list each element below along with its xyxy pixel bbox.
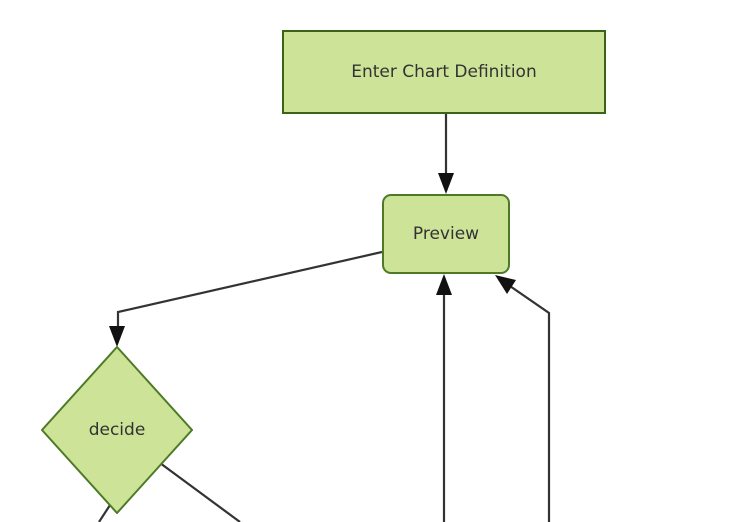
edge-preview-to-decide (109, 250, 383, 347)
edge-enter-to-preview (438, 114, 454, 194)
node-preview-label: Preview (412, 223, 480, 244)
node-decide[interactable]: decide (41, 346, 193, 514)
node-enter-chart-definition-label: Enter Chart Definition (351, 61, 537, 82)
node-enter-chart-definition[interactable]: Enter Chart Definition (282, 30, 606, 114)
edge-bottom-left-to-preview (436, 274, 452, 522)
edge-bottom-right-to-preview (495, 275, 551, 522)
edge-decide-to-offscreen-right (159, 462, 241, 522)
node-decide-shape (41, 346, 193, 514)
node-preview[interactable]: Preview (382, 194, 510, 274)
